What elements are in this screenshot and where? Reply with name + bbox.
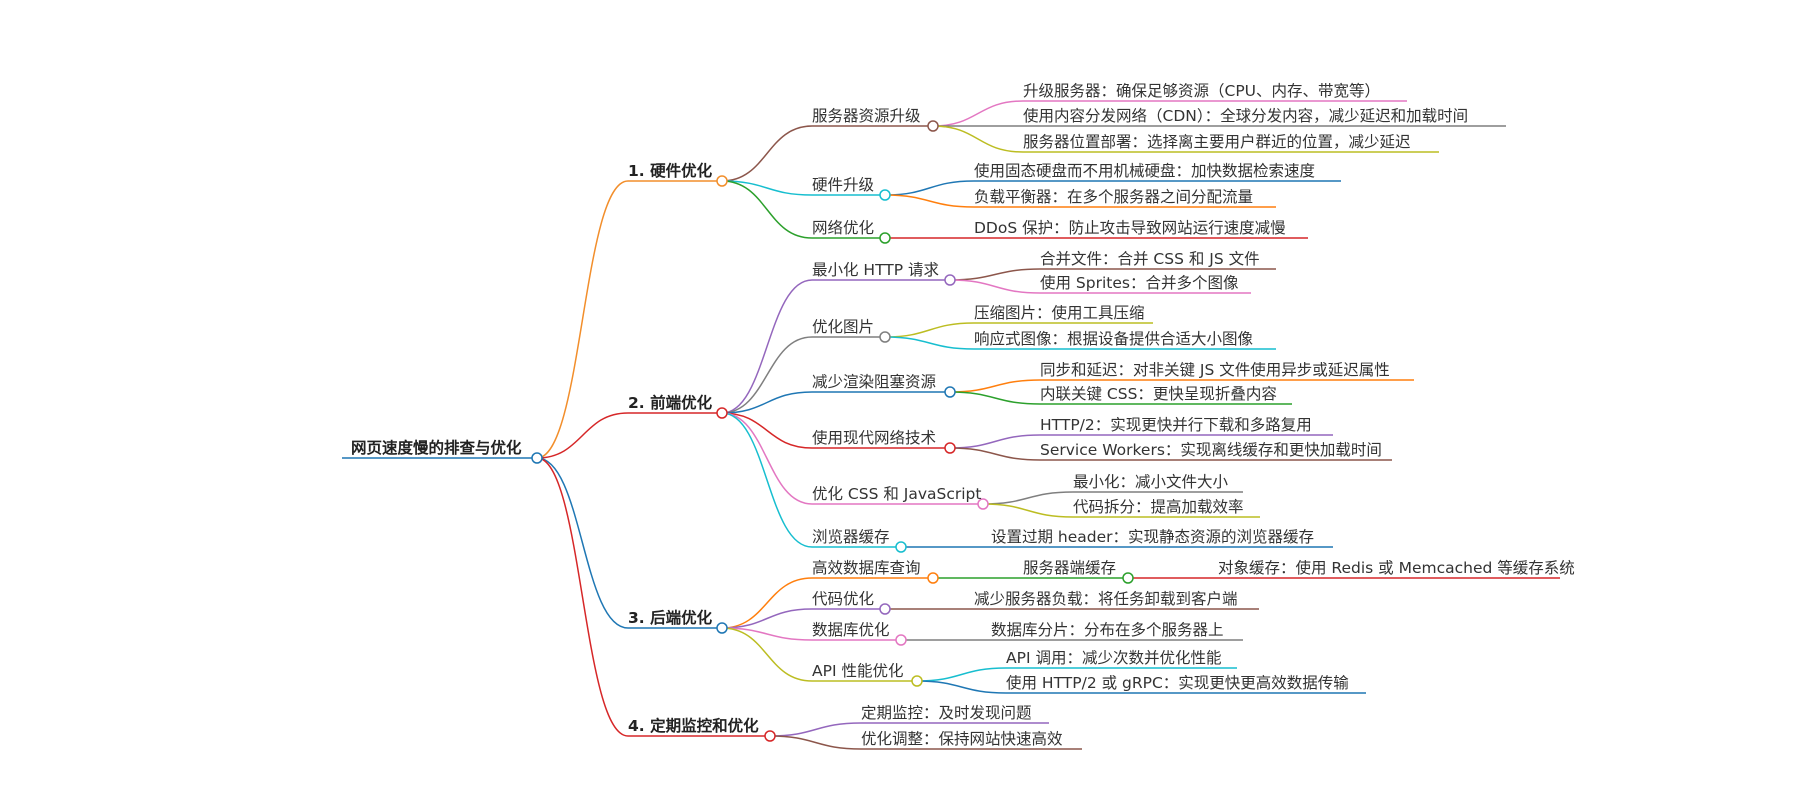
connector-b2-k0 <box>721 577 813 629</box>
node-circle-b1-k0 <box>944 274 956 286</box>
branch-monitoring[interactable]: 4. 定期监控和优化 <box>628 717 759 735</box>
connector-b1-k3-l1 <box>949 447 1041 461</box>
node-optimize-images[interactable]: 优化图片 <box>812 318 875 336</box>
leaf-regular-monitoring[interactable]: 定期监控：及时发现问题 <box>861 704 1032 722</box>
node-db-optimization[interactable]: 数据库优化 <box>812 621 890 639</box>
leaf-http2-grpc[interactable]: 使用 HTTP/2 或 gRPC：实现更快更高效数据传输 <box>1006 674 1349 692</box>
connector-b2-k1 <box>721 608 813 629</box>
connector-b1-k2-l0 <box>949 379 1041 393</box>
leaf-service-workers[interactable]: Service Workers：实现离线缓存和更快加载时间 <box>1040 441 1382 459</box>
connector-b2-k3-l1 <box>916 680 1007 694</box>
node-circle-root <box>531 452 543 464</box>
root-topic[interactable]: 网页速度慢的排查与优化 <box>351 439 522 457</box>
connector-b1-k2-l1 <box>949 391 1041 405</box>
connector-b1-k4 <box>721 412 813 505</box>
node-minimize-http[interactable]: 最小化 HTTP 请求 <box>812 261 940 279</box>
node-server-side-cache[interactable]: 服务器端缓存 <box>1023 559 1117 577</box>
node-circle-b2-k3 <box>911 675 923 687</box>
node-circle-b1-k5 <box>895 541 907 553</box>
connector-b0-k0-l2 <box>932 125 1024 153</box>
leaf-inline-css[interactable]: 内联关键 CSS：更快呈现折叠内容 <box>1040 385 1277 403</box>
connector-b2-k3 <box>721 627 813 682</box>
node-circle-b2-k1 <box>879 603 891 615</box>
connector-b0-k2 <box>721 180 813 239</box>
connector-b1-k4-l0 <box>982 491 1074 505</box>
node-circle-branch-1 <box>716 407 728 419</box>
leaf-code-splitting[interactable]: 代码拆分：提高加载效率 <box>1073 498 1244 516</box>
node-circle-b2-k2 <box>895 634 907 646</box>
connector-b0-k0-l0 <box>932 100 1024 127</box>
node-render-blocking[interactable]: 减少渲染阻塞资源 <box>812 373 937 391</box>
node-circle-b0-k0 <box>927 120 939 132</box>
connector-b1-k1 <box>721 336 813 414</box>
node-circle-b0-k1 <box>879 189 891 201</box>
node-circle-server-cache <box>1122 572 1134 584</box>
node-circle-b1-k2 <box>944 386 956 398</box>
node-circle-b0-k2 <box>879 232 891 244</box>
branch-hardware[interactable]: 1. 硬件优化 <box>628 162 713 180</box>
leaf-async-defer[interactable]: 同步和延迟：对非关键 JS 文件使用异步或延迟属性 <box>1040 361 1390 379</box>
leaf-responsive-images[interactable]: 响应式图像：根据设备提供合适大小图像 <box>974 330 1254 348</box>
branch-backend[interactable]: 3. 后端优化 <box>628 609 713 627</box>
leaf-server-location[interactable]: 服务器位置部署：选择离主要用户群近的位置，减少延迟 <box>1023 133 1411 151</box>
node-efficient-db-queries[interactable]: 高效数据库查询 <box>812 559 921 577</box>
branch-frontend[interactable]: 2. 前端优化 <box>628 394 713 412</box>
connector-b3-leaf-0 <box>769 722 862 737</box>
node-circle-branch-0 <box>716 175 728 187</box>
leaf-ddos[interactable]: DDoS 保护：防止攻击导致网站运行速度减慢 <box>974 219 1286 237</box>
connector-b0-k1 <box>721 180 813 196</box>
leaf-http2[interactable]: HTTP/2：实现更快并行下载和多路复用 <box>1040 416 1312 434</box>
node-server-resources[interactable]: 服务器资源升级 <box>812 107 921 125</box>
leaf-expires-header[interactable]: 设置过期 header：实现静态资源的浏览器缓存 <box>991 528 1315 546</box>
node-modern-web-tech[interactable]: 使用现代网络技术 <box>812 429 937 447</box>
leaf-api-calls[interactable]: API 调用：减少次数并优化性能 <box>1006 649 1222 667</box>
node-circle-b1-k4 <box>977 498 989 510</box>
connector-root-branch-0 <box>536 180 629 459</box>
node-network-optimization[interactable]: 网络优化 <box>812 219 875 237</box>
node-api-performance[interactable]: API 性能优化 <box>812 662 904 680</box>
node-circle-branch-3 <box>764 730 776 742</box>
connector-b2-k3-l0 <box>916 667 1007 682</box>
connector-b3-leaf-1 <box>769 735 862 750</box>
connector-root-branch-3 <box>536 457 629 737</box>
leaf-sprites[interactable]: 使用 Sprites：合并多个图像 <box>1040 274 1239 292</box>
leaf-merge-files[interactable]: 合并文件：合并 CSS 和 JS 文件 <box>1040 250 1260 268</box>
connector-b0-k0 <box>721 125 813 182</box>
node-circle-b1-k1 <box>879 331 891 343</box>
leaf-load-balancer[interactable]: 负载平衡器：在多个服务器之间分配流量 <box>974 188 1254 206</box>
leaf-db-sharding[interactable]: 数据库分片：分布在多个服务器上 <box>991 621 1224 639</box>
node-hardware-upgrade[interactable]: 硬件升级 <box>812 176 875 194</box>
connector-root-branch-2 <box>536 457 629 629</box>
leaf-cdn[interactable]: 使用内容分发网络（CDN）：全球分发内容，减少延迟和加载时间 <box>1023 107 1469 125</box>
leaf-optimization-adjust[interactable]: 优化调整：保持网站快速高效 <box>861 730 1063 748</box>
connector-root-branch-1 <box>536 412 629 459</box>
node-circle-branch-2 <box>716 622 728 634</box>
leaf-object-cache[interactable]: 对象缓存：使用 Redis 或 Memcached 等缓存系统 <box>1218 559 1575 577</box>
node-optimize-css-js[interactable]: 优化 CSS 和 JavaScript <box>812 485 982 503</box>
leaf-ssd[interactable]: 使用固态硬盘而不用机械硬盘：加快数据检索速度 <box>974 162 1316 180</box>
connector-b1-k2 <box>721 391 813 414</box>
node-code-optimization[interactable]: 代码优化 <box>812 590 875 608</box>
connector-b1-k0-l1 <box>949 279 1041 294</box>
connector-b0-k1-l1 <box>884 194 975 208</box>
connector-b1-k3-l0 <box>949 434 1041 449</box>
connector-b1-k5 <box>721 412 813 548</box>
leaf-reduce-server-load[interactable]: 减少服务器负载：将任务卸载到客户端 <box>974 590 1238 608</box>
connector-b1-k0-l0 <box>949 268 1041 281</box>
node-circle-b2-k0 <box>927 572 939 584</box>
leaf-upgrade-server[interactable]: 升级服务器：确保足够资源（CPU、内存、带宽等） <box>1023 82 1381 100</box>
connector-b1-k0 <box>721 279 813 414</box>
connector-b1-k1-l0 <box>884 322 975 338</box>
connector-b2-k2 <box>721 627 813 641</box>
connector-b1-k1-l1 <box>884 336 975 350</box>
connector-b0-k1-l0 <box>884 180 975 196</box>
node-circle-b1-k3 <box>944 442 956 454</box>
connector-b1-k3 <box>721 412 813 449</box>
node-browser-cache[interactable]: 浏览器缓存 <box>812 528 890 546</box>
connector-b1-k4-l1 <box>982 503 1074 518</box>
leaf-minify[interactable]: 最小化：减小文件大小 <box>1073 473 1229 491</box>
leaf-compress-images[interactable]: 压缩图片：使用工具压缩 <box>974 304 1145 322</box>
